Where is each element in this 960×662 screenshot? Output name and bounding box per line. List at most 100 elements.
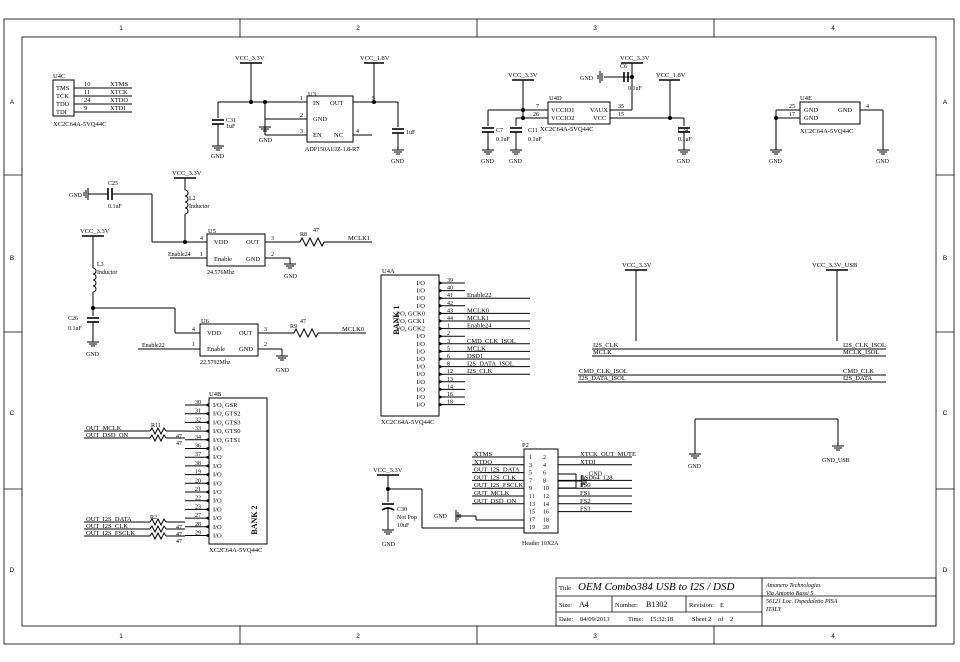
u4a-pin-name: I/O (416, 402, 425, 409)
iso-vcc33-label: VCC_3.3V (622, 262, 652, 269)
c30-value: 10uF (397, 523, 410, 529)
p2-net-left: OUT_I2S_CLK (474, 474, 516, 481)
l2-ref: L2 (189, 196, 196, 202)
p2-pin-num-left: 19 (529, 525, 535, 531)
u6-num-vdd: 4 (192, 327, 195, 333)
u4b-pin-num: 31 (195, 409, 201, 415)
u4a-pin-name: I/O (416, 394, 425, 401)
c26-ref: C26 (68, 316, 78, 322)
net-mclk1-out: MCLK1 (348, 235, 370, 242)
row-label-a: A (10, 99, 15, 106)
u3-pin-in: IN (313, 100, 320, 107)
u4e-pin-gnd-a: GND (804, 107, 818, 114)
u4d-num-26: 26 (533, 112, 539, 118)
col-label-4: 4 (831, 25, 835, 32)
title-label: Title (559, 585, 571, 592)
p2-part: Header 10X2A (522, 541, 559, 547)
u5-pin-out: OUT (246, 239, 259, 246)
u4b-net: OUT_MCLK (86, 425, 122, 432)
date-label: Date: (559, 616, 573, 623)
net-xtck: XTCK (110, 89, 128, 96)
u4e-body (799, 101, 861, 125)
u4b-pin-num: 20 (195, 478, 201, 484)
u4b-pin-name: I/O (213, 446, 222, 453)
oscillator-u6-block: VCC_3.3V L3 Inductor C26 0.1uF GND U6 VD… (68, 228, 366, 374)
gnd-label-c31: GND (211, 154, 225, 160)
p2-pin-num-right: 8 (543, 478, 546, 484)
u4d-vcc33b-label: VCC_3.3V (620, 55, 650, 62)
u4e-ground-block: U4E GND GND GND 25 17 4 GND XC2C64A-5VQ4… (769, 95, 890, 165)
p2-net-right: DSD64_128 (580, 474, 613, 481)
u4b-pin-name: I/O (213, 524, 222, 531)
u4a-part: XC2C64A-5VQ44C (381, 419, 434, 426)
r9-value: 47 (300, 319, 306, 325)
net-mclk0-out: MCLK0 (342, 326, 364, 333)
p2-net-left: OUT_DSD_ON (474, 498, 517, 505)
u4c-pin-num-24: 24 (84, 97, 91, 104)
u6-pin-vdd: VDD (207, 330, 221, 337)
u4b-ref: U4B (209, 391, 222, 398)
row-label-c-right: C (943, 410, 948, 417)
u4b-net: OUT_DSD_ON (86, 432, 129, 439)
u5-body (206, 233, 266, 267)
u4a-pin-name: I/O, GCK0 (396, 310, 425, 317)
r9-ref: R9 (290, 324, 297, 330)
u4a-pin-net: MCLK1 (467, 315, 489, 322)
date-value: 04/09/2013 (580, 616, 610, 623)
u4b-part: XC2C64A-5VQ44C (209, 547, 262, 554)
c-out-value: 1uF (406, 130, 416, 136)
l3-value: Inductor (97, 270, 117, 276)
net-xtms: XTMS (110, 81, 128, 88)
gnd-label-u4e-b: GND (876, 159, 890, 165)
u4a-pin-net: MCLK0 (467, 307, 489, 314)
gnd-label-c26: GND (86, 352, 100, 358)
r8-ref: R8 (300, 232, 307, 238)
u4e-pin-gnd-c: GND (838, 107, 852, 114)
c25-ref: C25 (108, 181, 118, 187)
u4a-bank-label: BANK 1 (392, 305, 401, 334)
col-label-2: 2 (356, 25, 360, 32)
p2-pin-num-right: 20 (543, 525, 549, 531)
u3-pin-gnd: GND (313, 116, 327, 123)
c30-note: Not Pop (397, 515, 417, 521)
u5-part: 24.576Mhz (207, 270, 235, 276)
u3-num-in: 1 (300, 96, 303, 102)
title-block: Title OEM Combo384 USB to I2S / DSD Size… (555, 577, 937, 627)
iso-gnd-usb-label: GND_USB (822, 458, 850, 464)
u4b-pin-name: I/O (213, 506, 222, 513)
u4a-pin-net: DSD1 (467, 353, 483, 360)
p2-pin-num-right: 14 (543, 502, 549, 508)
p2-body (523, 448, 559, 534)
u4a-pin-num: 5 (447, 346, 450, 352)
gnd-label-c25: GND (69, 193, 83, 199)
sheet-title: OEM Combo384 USB to I2S / DSD (578, 581, 734, 593)
u4b-pin-num: 32 (195, 417, 201, 423)
row-label-b-right: B (943, 255, 947, 262)
p2-pin-num-left: 15 (529, 510, 535, 516)
c6-value: 0.1uF (628, 86, 643, 92)
u5-num-gnd: 2 (271, 252, 274, 258)
sheet-label: Sheet (692, 616, 707, 623)
u4a-pin-net: MCLK (467, 345, 486, 352)
u4a-pin-num: 13 (447, 377, 453, 383)
p2-net-left: XTMS (474, 451, 492, 458)
col-label-1: 1 (119, 25, 123, 32)
u4a-pin-net: Enable22 (467, 292, 492, 299)
l2-value: Inductor (189, 204, 209, 210)
u6-part: 22.5792Mhz (200, 360, 231, 366)
u5-num-vdd: 4 (200, 236, 203, 242)
u4a-pin-name: I/O, GCK2 (396, 326, 425, 333)
u6-pin-enable: Enable (207, 346, 225, 353)
row-label-c: C (10, 410, 15, 417)
u4d-num-35: 35 (618, 104, 624, 110)
u5-num-en: 1 (200, 252, 203, 258)
p2-net-right: XTCK_OUT_MUTE (580, 451, 636, 458)
u4c-body (52, 79, 75, 117)
u4c-ref: U4C (53, 73, 65, 80)
p2-pin-num-right: 6 (543, 471, 546, 477)
u4b-pin-name: I/O, GSR (213, 402, 238, 409)
u4e-ref: U4E (800, 95, 812, 102)
u3-num-gnd: 2 (300, 113, 303, 119)
u4a-pin-name: I/O (416, 295, 425, 302)
